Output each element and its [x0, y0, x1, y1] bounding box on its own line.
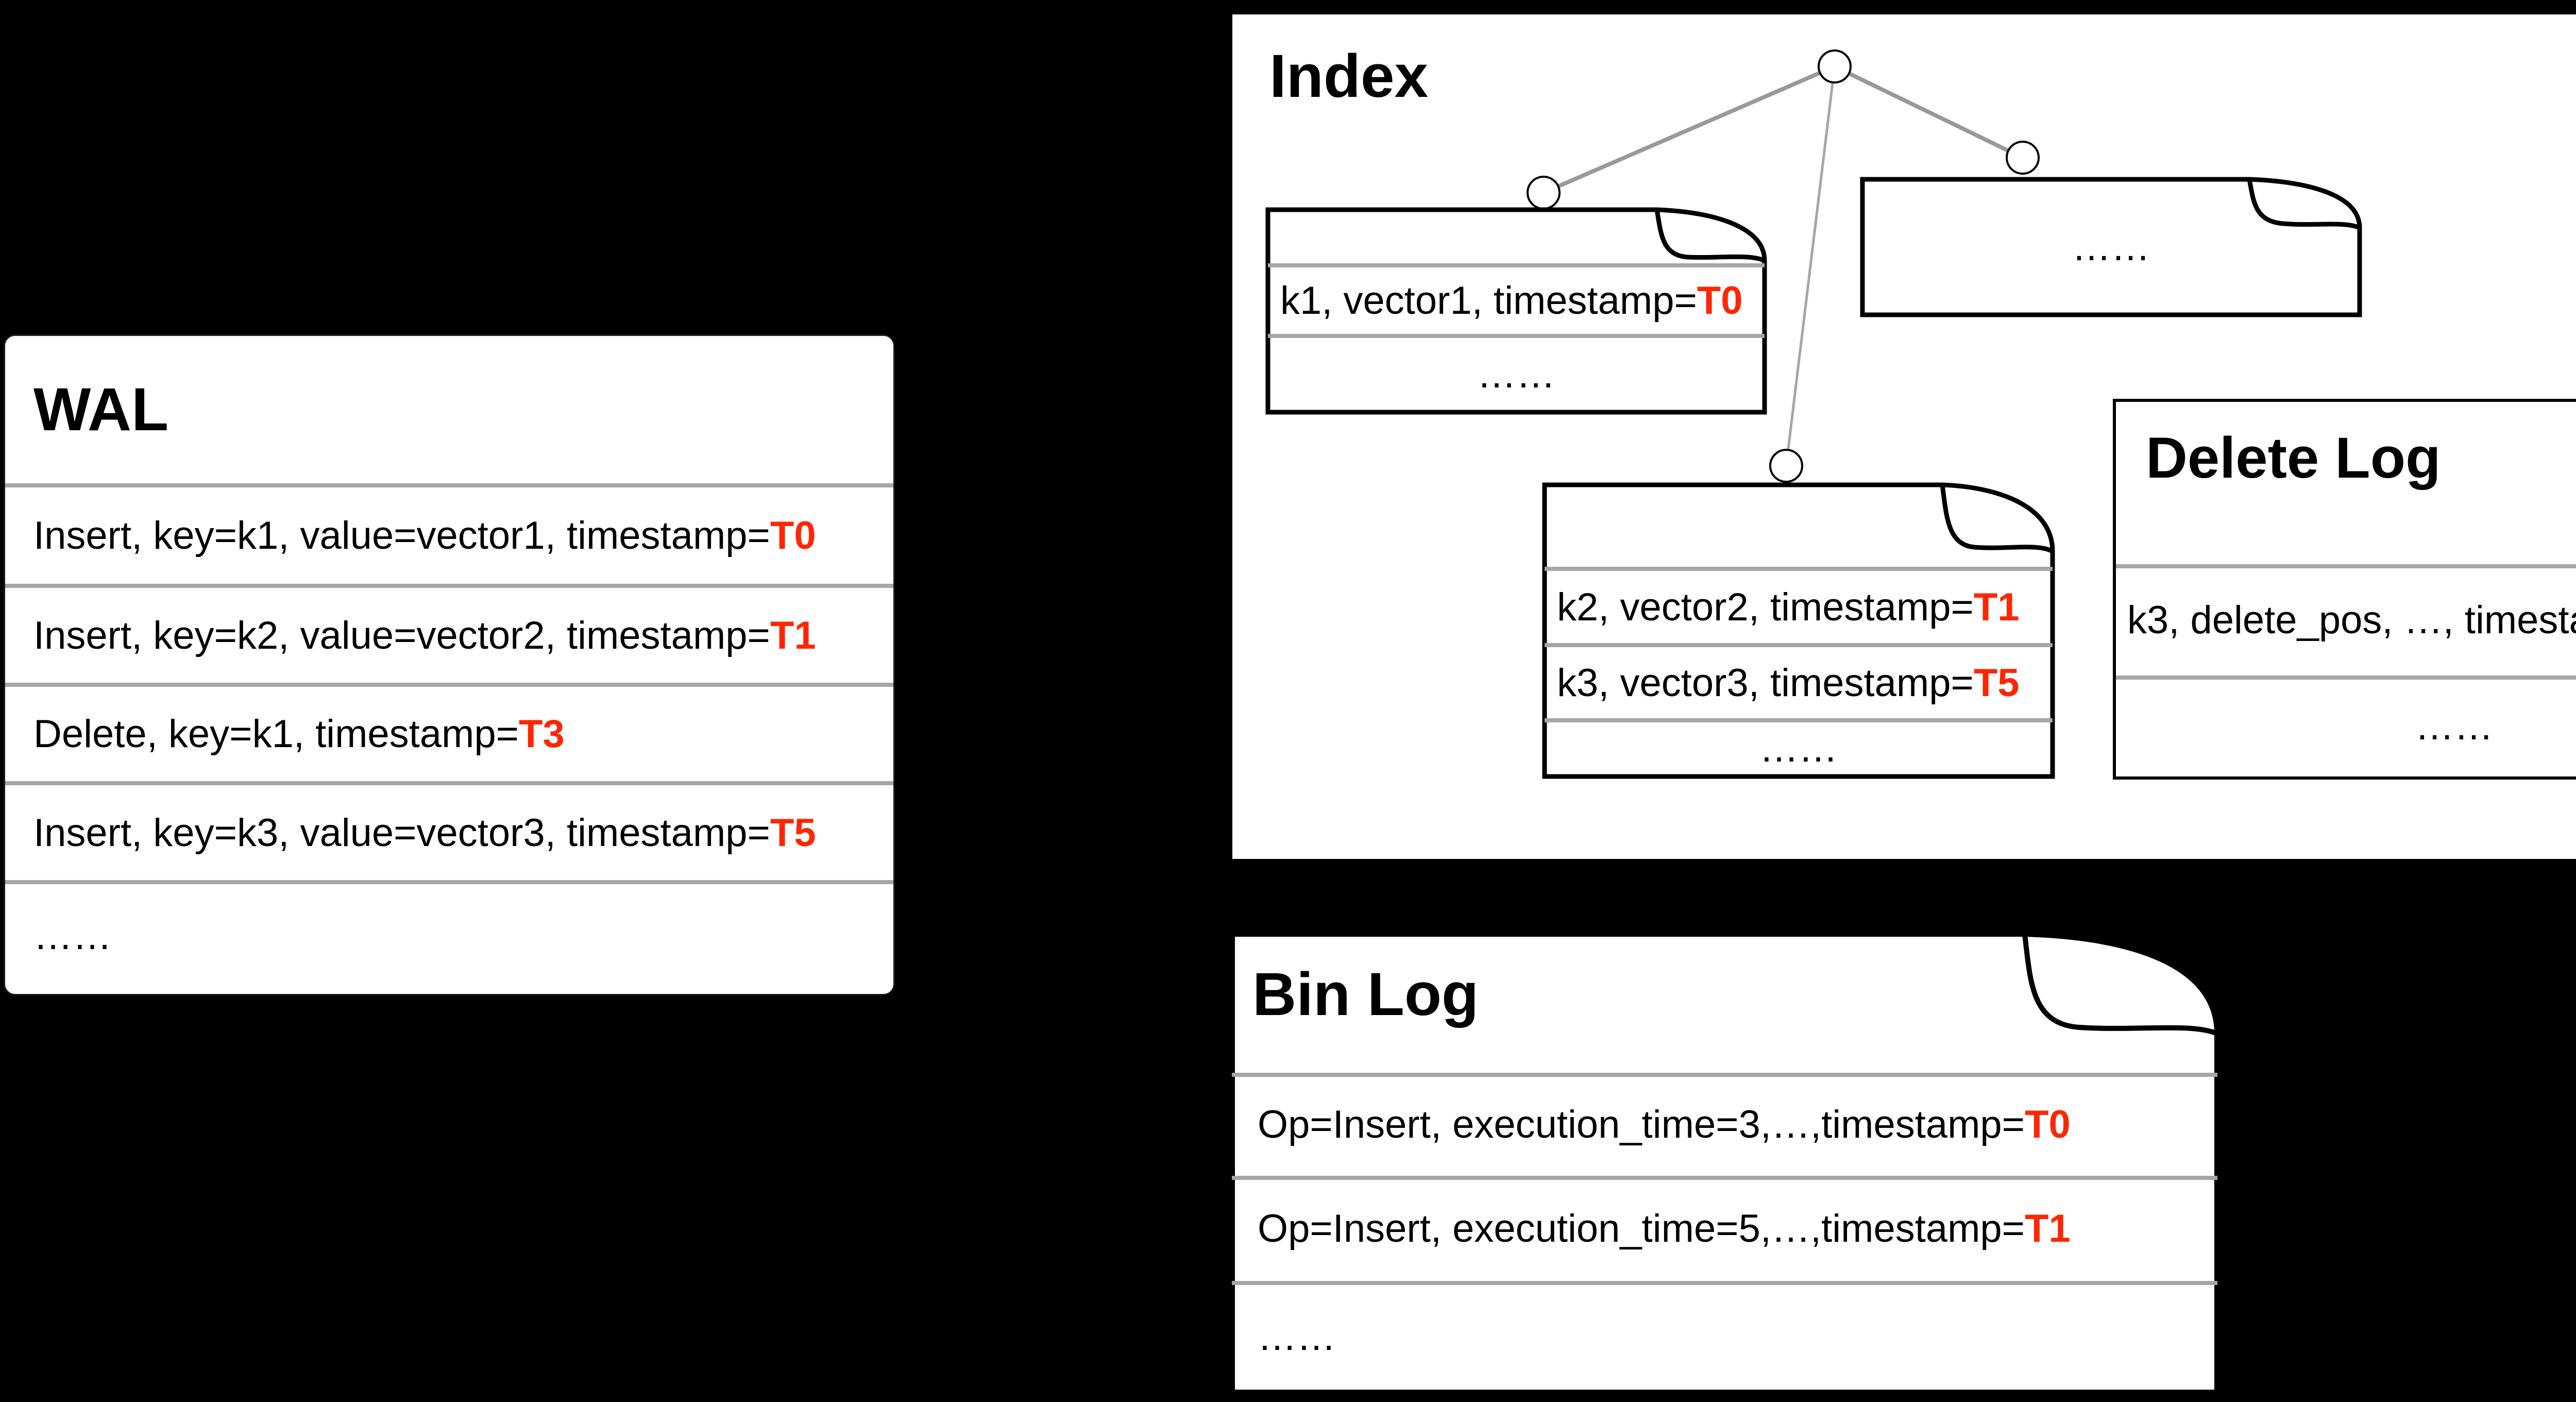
document-shape [2113, 399, 2576, 780]
delete-log-row: k3, delete_pos, …, timestamp=T3 [2113, 568, 2576, 671]
row-divider [5, 781, 893, 785]
row-divider [2116, 564, 2576, 568]
wal-row: Delete, key=k1, timestamp=T3 [5, 687, 893, 781]
delete-log-document: Delete Log k3, delete_pos, …, timestamp=… [2113, 399, 2576, 780]
document-outline [2113, 399, 2576, 780]
index-tree [1527, 49, 2040, 483]
wal-row-text: Insert, key=k1, value=vector1, timestamp… [33, 514, 770, 558]
wal-row-text: Insert, key=k2, value=vector2, timestamp… [33, 613, 770, 657]
delete-log-row: …… [2113, 680, 2576, 772]
bin-log-row: …… [1229, 1285, 2221, 1388]
document-shape [1230, 932, 2219, 1395]
bin-log-document: Bin Log Op=Insert, execution_time=3,…,ti… [1229, 931, 2221, 1396]
timestamp-value: T5 [770, 810, 816, 855]
segment-row-text: k3, vector3, timestamp= [1557, 661, 1974, 705]
segment-row: k3, vector3, timestamp=T5 [1541, 647, 2056, 718]
tree-edge [1543, 64, 1836, 195]
document-shape [1265, 207, 1767, 415]
timestamp-value: T5 [1973, 661, 2020, 705]
wal-row: …… [5, 884, 893, 987]
tree-edge [1785, 66, 1836, 466]
row-divider [5, 880, 893, 884]
timestamp-value: T3 [518, 712, 565, 756]
wal-row-text: …… [33, 914, 112, 958]
row-divider [1232, 1073, 2217, 1077]
bin-log-row: Op=Insert, execution_time=5,…,timestamp=… [1229, 1180, 2221, 1277]
document-shape [1860, 177, 2362, 317]
delete-log-title: Delete Log [2146, 426, 2441, 490]
segment-row-text: …… [1477, 352, 1555, 396]
tree-edge [1834, 64, 2024, 160]
document-outline [1230, 932, 2219, 1395]
page-curl-icon [2022, 934, 2218, 1036]
tree-node [1527, 176, 1561, 210]
bin-log-title: Bin Log [1252, 960, 1479, 1028]
index-title: Index [1269, 42, 1429, 110]
row-divider [1268, 334, 1765, 338]
delete-log-row-text: k3, delete_pos, …, timestamp= [2127, 598, 2576, 642]
segment-row-text: k1, vector1, timestamp= [1280, 279, 1697, 323]
wal-row: Insert, key=k2, value=vector2, timestamp… [5, 588, 893, 683]
row-divider [1545, 567, 2053, 571]
row-divider [1232, 1281, 2217, 1285]
row-divider [5, 584, 893, 588]
row-divider [1545, 718, 2053, 722]
segment-row-text: …… [1759, 726, 1838, 770]
segment-row: …… [1859, 176, 2363, 318]
wal-row-text: Insert, key=k3, value=vector3, timestamp… [33, 810, 770, 855]
index-panel: Index k1, vector1, timestamp=T0 …… …… [1232, 14, 2576, 859]
timestamp-value: T0 [2025, 1102, 2071, 1146]
row-divider [2116, 675, 2576, 680]
page-curl-icon [1940, 484, 2054, 554]
segment-row: k2, vector2, timestamp=T1 [1541, 571, 2056, 643]
segment-row: …… [1541, 722, 2056, 774]
timestamp-value: T0 [770, 514, 816, 558]
page-curl-icon [2247, 179, 2361, 230]
index-segment-more: …… [1859, 176, 2363, 318]
bin-log-row-text: Op=Insert, execution_time=3,…,timestamp= [1258, 1102, 2025, 1146]
bin-log-row-text: …… [1258, 1314, 1336, 1359]
segment-row-text: k2, vector2, timestamp= [1557, 585, 1974, 629]
page-curl-icon [1654, 209, 1766, 263]
bin-log-row-text: Op=Insert, execution_time=5,…,timestamp= [1258, 1206, 2025, 1251]
row-divider [1545, 643, 2053, 647]
segment-row: …… [1265, 338, 1768, 410]
index-segment-1: k1, vector1, timestamp=T0 …… [1265, 207, 1768, 415]
timestamp-value: T1 [2025, 1206, 2071, 1251]
wal-row: Insert, key=k1, value=vector1, timestamp… [5, 487, 893, 584]
tree-node [1769, 449, 1803, 483]
index-segment-2: k2, vector2, timestamp=T1 k3, vector3, t… [1541, 482, 2056, 780]
timestamp-value: T0 [1697, 279, 1743, 323]
row-divider [1268, 263, 1765, 267]
row-divider [1232, 1176, 2217, 1180]
bin-log-row: Op=Insert, execution_time=3,…,timestamp=… [1229, 1077, 2221, 1172]
wal-row: Insert, key=k3, value=vector3, timestamp… [5, 785, 893, 880]
wal-row-text: Delete, key=k1, timestamp= [33, 712, 519, 756]
document-shape [1542, 482, 2055, 779]
wal-title: WAL [33, 376, 169, 444]
row-divider [5, 683, 893, 687]
segment-row: k1, vector1, timestamp=T0 [1265, 267, 1768, 334]
timestamp-value: T1 [770, 613, 816, 657]
segment-row-text: …… [2072, 225, 2150, 269]
delete-log-row-text: …… [2415, 704, 2494, 748]
wal-panel: WAL Insert, key=k1, value=vector1, times… [4, 334, 895, 995]
timestamp-value: T1 [1973, 585, 2020, 629]
row-divider [5, 483, 893, 487]
tree-node-root [1818, 49, 1852, 83]
tree-node [2006, 141, 2040, 175]
